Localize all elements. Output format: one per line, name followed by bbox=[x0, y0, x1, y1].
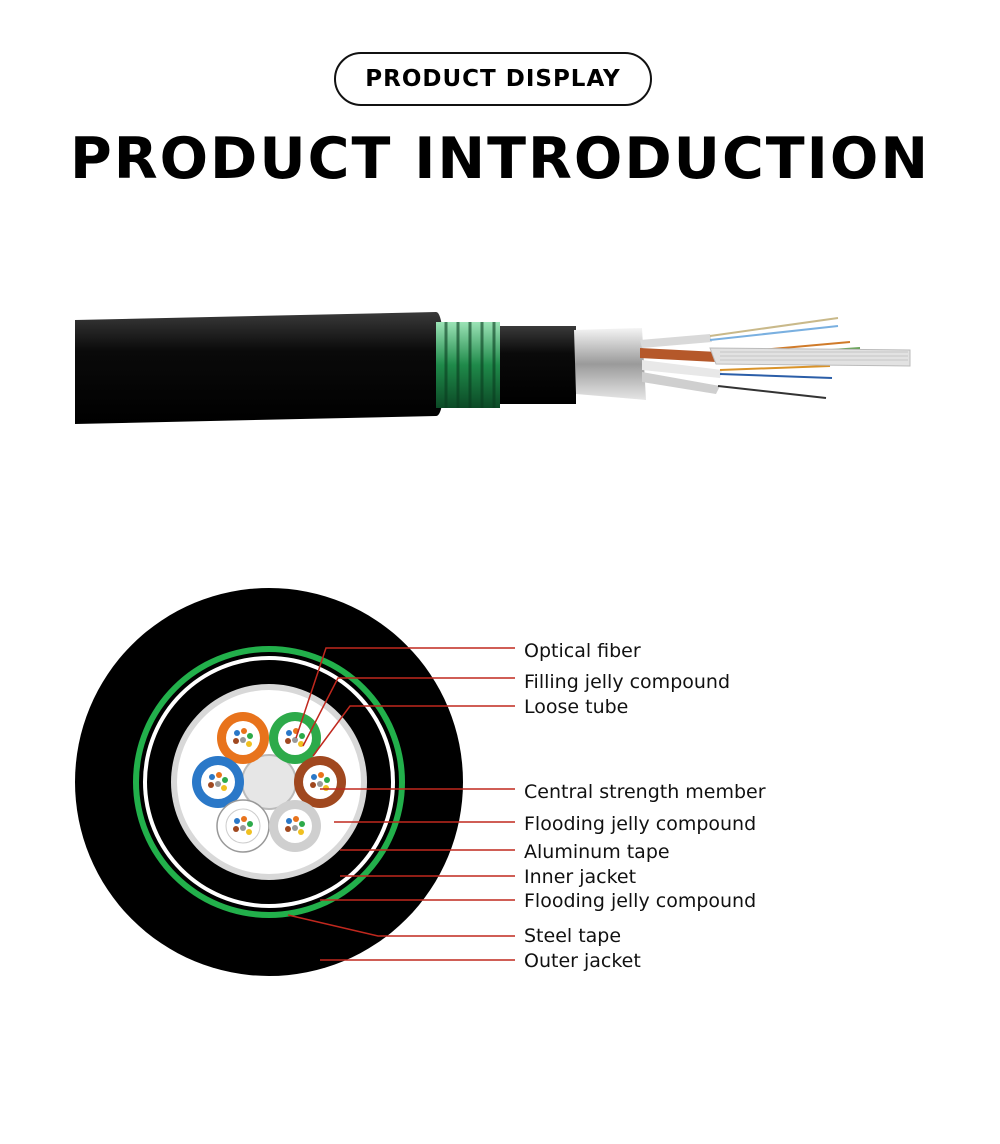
loose-tubes bbox=[640, 334, 722, 394]
label-aluminum-tape: Aluminum tape bbox=[524, 841, 670, 863]
label-filling-jelly-compound: Filling jelly compound bbox=[524, 671, 731, 693]
product-display-badge: PRODUCT DISPLAY bbox=[334, 52, 652, 106]
leader-optical-fiber bbox=[295, 647, 515, 739]
cable-side-view bbox=[75, 312, 911, 424]
label-inner-jacket: Inner jacket bbox=[524, 866, 637, 888]
outer-jacket-segment bbox=[75, 312, 444, 424]
badge-text: PRODUCT DISPLAY bbox=[365, 66, 621, 92]
leader-lines bbox=[287, 647, 515, 961]
leader-steel-tape bbox=[287, 914, 515, 937]
label-steel-tape: Steel tape bbox=[524, 925, 622, 947]
inner-jacket-segment bbox=[500, 326, 576, 404]
steel-tape-segment bbox=[436, 322, 500, 408]
cable-cross-section bbox=[75, 588, 515, 976]
label-flooding-jelly-compound-1: Flooding jelly compound bbox=[524, 813, 757, 835]
leader-filling-jelly bbox=[302, 677, 515, 747]
label-optical-fiber: Optical fiber bbox=[524, 640, 641, 662]
label-outer-jacket: Outer jacket bbox=[524, 950, 641, 972]
label-central-strength-member: Central strength member bbox=[524, 781, 766, 803]
leader-loose-tube bbox=[312, 705, 515, 757]
fiber-dots bbox=[208, 728, 330, 835]
label-flooding-jelly-compound-2: Flooding jelly compound bbox=[524, 890, 757, 912]
label-loose-tube: Loose tube bbox=[524, 696, 629, 718]
aluminum-tape-segment bbox=[574, 328, 646, 400]
page-title: PRODUCT INTRODUCTION bbox=[69, 126, 931, 192]
fiber-ribbon bbox=[709, 347, 911, 367]
